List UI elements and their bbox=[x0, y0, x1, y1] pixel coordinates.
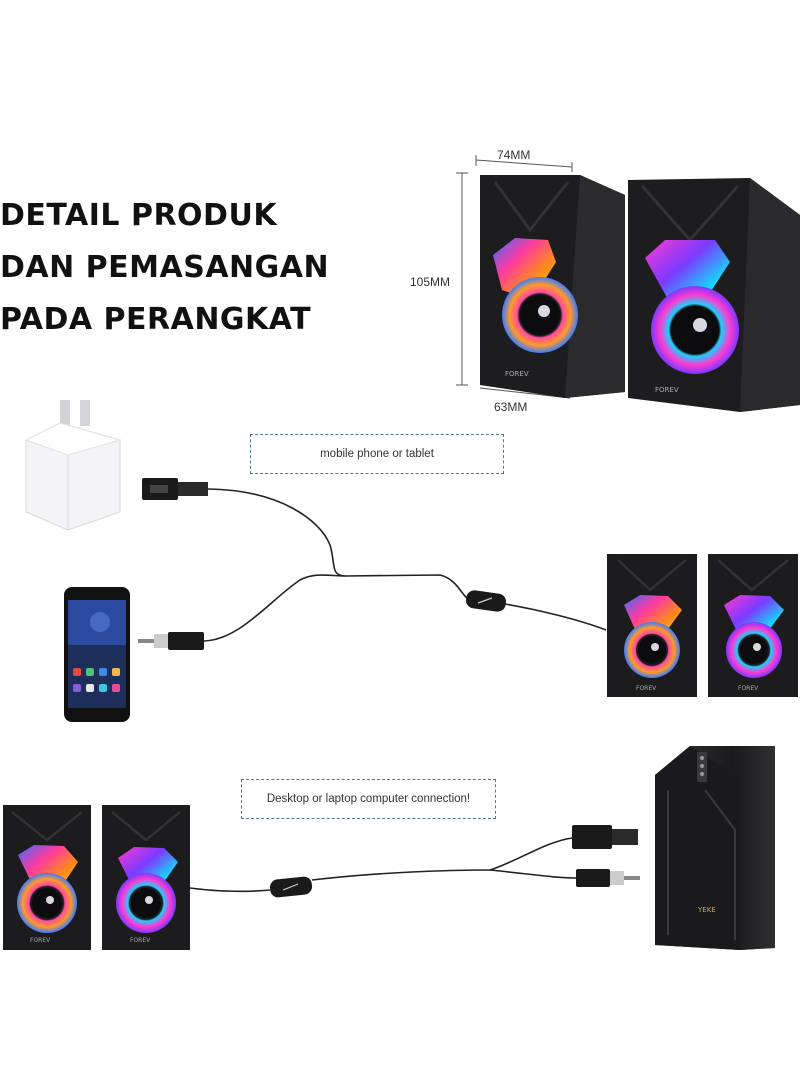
mobile-connection-text: mobile phone or tablet bbox=[320, 448, 434, 460]
usb-plug-top bbox=[142, 478, 208, 500]
speaker-right-bottom: FOREV bbox=[102, 805, 190, 950]
dimension-width: 74MM bbox=[497, 148, 531, 162]
speaker-left-bottom: FOREV bbox=[3, 805, 91, 950]
title-line-3: PADA PERANGKAT bbox=[0, 302, 312, 337]
smartphone bbox=[64, 587, 130, 722]
product-title: DETAIL PRODUK DAN PEMASANGAN PADA PERANG… bbox=[0, 190, 330, 346]
aux-plug-phone bbox=[138, 632, 204, 650]
desktop-cables bbox=[189, 837, 577, 893]
brand-logo-2: FOREV bbox=[655, 386, 679, 394]
brand-logo-6: FOREV bbox=[130, 937, 151, 944]
desktop-connection-label: Desktop or laptop computer connection! bbox=[241, 779, 496, 819]
desktop-tower-pc: YEKE bbox=[655, 746, 775, 950]
title-line-1: DETAIL PRODUK bbox=[0, 198, 278, 233]
usb-plug-desktop bbox=[572, 825, 638, 849]
speaker-left-large: FOREV bbox=[480, 175, 625, 398]
speaker-right-mid: FOREV bbox=[708, 554, 798, 697]
brand-logo-4: FOREV bbox=[738, 685, 759, 692]
speaker-left-mid: FOREV bbox=[607, 554, 697, 697]
brand-logo-3: FOREV bbox=[636, 685, 657, 692]
desktop-connection-text: Desktop or laptop computer connection! bbox=[266, 793, 471, 805]
dimension-depth: 63MM bbox=[494, 400, 528, 414]
brand-logo-1: FOREV bbox=[505, 370, 529, 378]
dimension-height: 105MM bbox=[410, 275, 451, 289]
mobile-cables bbox=[203, 488, 607, 642]
inline-controller-mobile bbox=[465, 590, 507, 612]
pc-brand-label: YEKE bbox=[697, 906, 716, 914]
inline-controller-desktop bbox=[269, 876, 313, 898]
brand-logo-5: FOREV bbox=[30, 937, 51, 944]
aux-plug-desktop bbox=[576, 869, 640, 887]
title-line-2: DAN PEMASANGAN bbox=[0, 250, 330, 285]
usb-power-adapter bbox=[24, 400, 122, 531]
speaker-right-large: FOREV bbox=[628, 178, 800, 412]
mobile-connection-label: mobile phone or tablet bbox=[250, 434, 504, 474]
